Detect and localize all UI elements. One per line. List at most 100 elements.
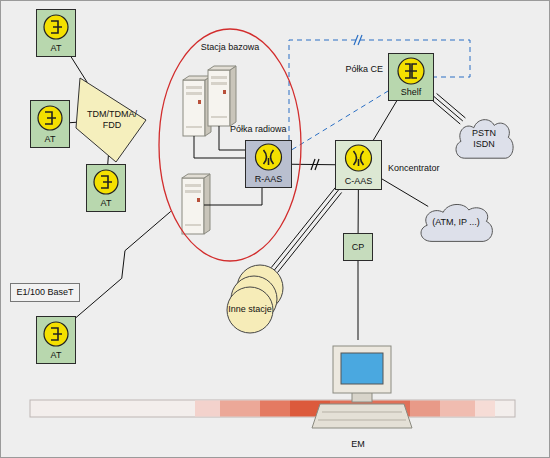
symbol-glyph	[45, 112, 56, 124]
node-label: CP	[344, 242, 372, 253]
symbol-glyph	[101, 176, 112, 188]
connector-line	[431, 100, 460, 124]
connector	[358, 190, 359, 233]
symbol-disc	[398, 58, 424, 84]
terminal-box: AT	[36, 316, 76, 364]
concentrator-box: C-AASKoncentrator	[335, 140, 382, 190]
network-cloud: (ATM, IP ...)	[416, 200, 496, 246]
terminal-box: AT	[36, 9, 76, 57]
connector	[373, 101, 396, 140]
node-label: E1/100 BaseT	[11, 287, 79, 298]
symbol-glyph	[264, 150, 274, 165]
terminal-symbol	[44, 322, 68, 346]
symbol-disc	[44, 15, 68, 39]
symbols	[38, 15, 424, 346]
connector-layer	[70, 40, 470, 340]
server-tower	[208, 66, 236, 126]
connector-line	[274, 190, 338, 270]
symbol-glyph	[405, 64, 417, 78]
bar-segment	[475, 401, 495, 417]
monitor-stand	[352, 392, 372, 402]
monitor-body	[333, 346, 391, 393]
radio-shelf-box: Półka radiowaR-AAS	[245, 140, 292, 188]
symbol-disc	[346, 145, 372, 171]
node-label: (ATM, IP ...)	[416, 217, 496, 228]
keyboard-base	[312, 404, 412, 428]
symbol-disc	[44, 322, 68, 346]
connector	[71, 57, 87, 83]
connector-line	[437, 93, 466, 117]
connector	[271, 188, 341, 273]
break-mark	[358, 35, 362, 45]
connector-line	[373, 101, 396, 140]
connector-line	[71, 57, 87, 83]
timeline-bar	[30, 400, 515, 417]
connector	[358, 261, 359, 340]
node-label: AT	[31, 134, 69, 145]
connector-line	[70, 122, 76, 123]
cloud-shape	[456, 120, 513, 159]
terminal-symbol	[94, 170, 118, 194]
bar-segment	[410, 401, 440, 417]
bar-segment	[260, 401, 290, 417]
server-tower	[183, 76, 211, 136]
node-label: C-AAS	[336, 176, 381, 187]
break-mark	[311, 159, 315, 170]
connector-line	[76, 211, 171, 317]
other-stations-outline	[216, 262, 288, 334]
symbol-disc	[38, 106, 62, 130]
monitor-screen	[341, 353, 383, 384]
connector-line	[278, 193, 342, 273]
keyboard-row	[318, 420, 406, 421]
node-label: AT	[87, 198, 125, 209]
node-label: R-AAS	[246, 174, 291, 185]
cp-box: CP	[343, 233, 373, 261]
break-mark	[315, 159, 319, 170]
bar-segment	[330, 401, 410, 417]
access-diamond: TDM/TDMA/ FDD	[76, 78, 146, 162]
node-label: AT	[37, 43, 75, 54]
link-type-box: E1/100 BaseT	[10, 283, 80, 302]
connector	[382, 179, 428, 206]
terminal-symbol	[44, 15, 68, 39]
connector-line	[289, 40, 470, 140]
diamond-shape	[76, 78, 146, 162]
connector	[431, 93, 465, 124]
connector	[289, 40, 470, 140]
connector-line	[107, 156, 109, 164]
connector-line	[382, 179, 428, 206]
em-workstation: EM	[308, 340, 408, 452]
connector	[70, 122, 76, 123]
workstation-illustration	[312, 346, 412, 428]
bar-segment	[440, 401, 475, 417]
node-label: EM	[308, 439, 408, 450]
shelf-box: Półka CEShelf	[388, 53, 434, 101]
network-cloud: PSTN ISDN	[452, 115, 516, 163]
break-mark	[354, 35, 358, 45]
switch-symbol	[346, 145, 372, 171]
symbol-glyph	[51, 328, 62, 340]
connector	[76, 211, 171, 317]
switch-symbol	[256, 144, 282, 170]
bar-segment	[290, 401, 330, 417]
symbol-disc	[256, 144, 282, 170]
node-label: Inne stacje	[224, 304, 276, 315]
connector-line	[434, 97, 463, 121]
server-tower	[182, 174, 210, 234]
node-label: AT	[37, 350, 75, 361]
ellipse-shape	[159, 29, 301, 261]
terminal-box: AT	[30, 100, 70, 148]
bar-segment	[195, 401, 220, 417]
keyboard-row	[322, 412, 402, 413]
bar-segment	[220, 401, 260, 417]
connector-line	[358, 190, 359, 233]
node-label: TDM/TDMA/ FDD	[84, 109, 140, 131]
node-heading: Półka radiowa	[230, 124, 287, 135]
node-label: Shelf	[389, 87, 433, 98]
node-heading: Półka CE	[345, 64, 383, 75]
connector-line	[271, 188, 335, 268]
